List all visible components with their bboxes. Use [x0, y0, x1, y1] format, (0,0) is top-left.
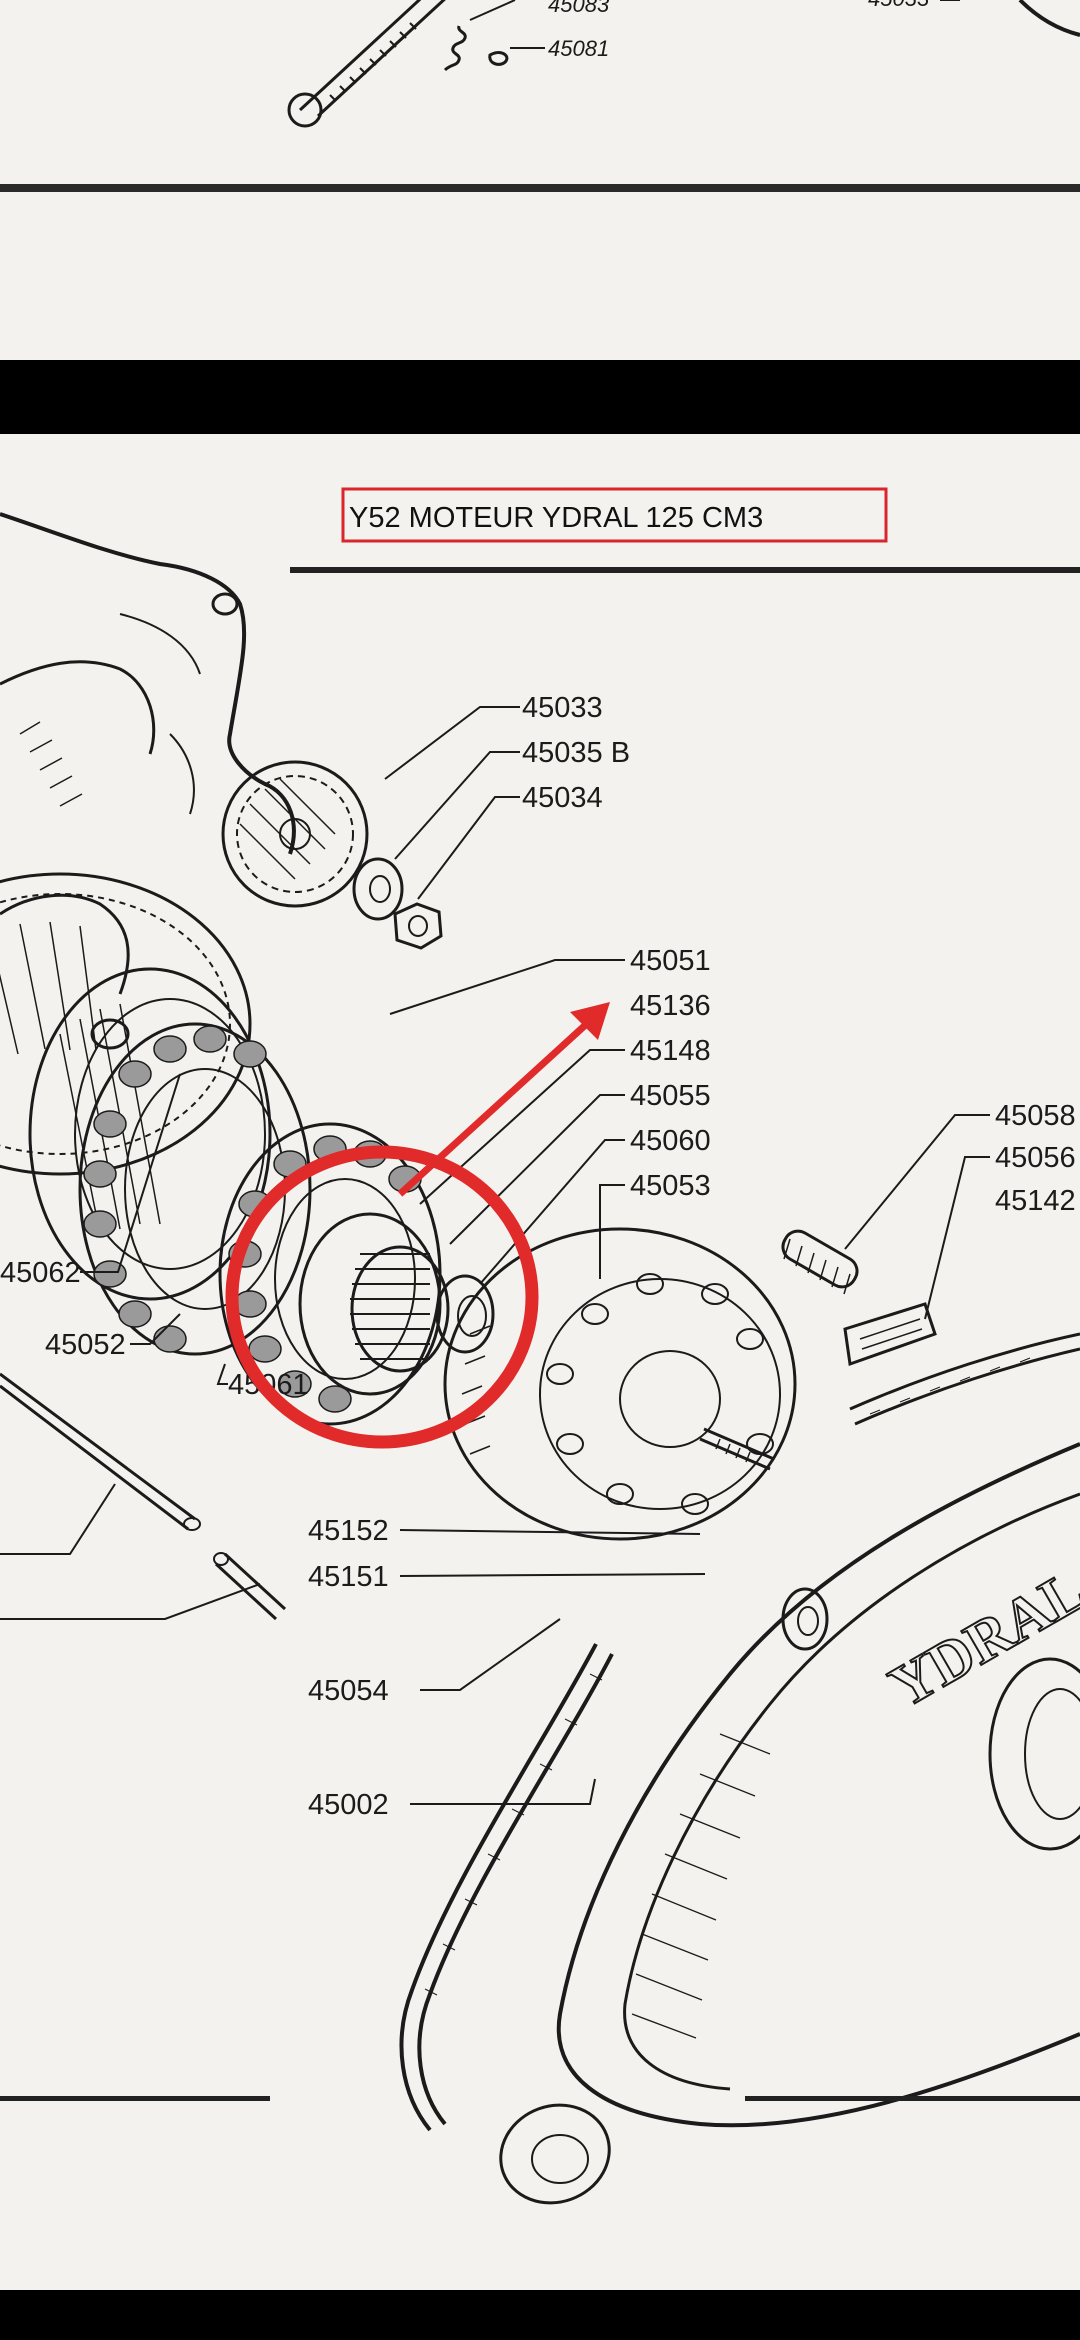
part-number-labels: 45033 45035 B 45034 45051 45136 45148 45… [0, 692, 1076, 1821]
part-label: 45056 [995, 1142, 1076, 1174]
washer [352, 857, 404, 921]
footer-rule-right [745, 2096, 1080, 2101]
part-label: 45034 [522, 782, 603, 814]
page-rule [0, 184, 1080, 192]
label-45083: 45083 [548, 0, 610, 17]
diagram-page-fragment: 45083 45081 45033 [0, 0, 1080, 360]
clutch-hub [298, 1212, 495, 1396]
nut [393, 902, 443, 950]
gasket-ring [399, 1643, 614, 2132]
page-separator [0, 360, 1080, 434]
part-label: 45060 [630, 1125, 711, 1157]
part-label: 45035 B [522, 737, 630, 769]
label-45033-fragment: 45033 [868, 0, 930, 11]
gasket-strip-right [849, 1332, 1080, 1426]
title-box: Y52 MOTEUR YDRAL 125 CM3 [341, 487, 888, 543]
part-label: 45151 [308, 1561, 389, 1593]
highlight-arrow-shaft [397, 1016, 595, 1197]
part-label: 45055 [630, 1080, 711, 1112]
clutch-drum [28, 967, 272, 1301]
pin [213, 1552, 287, 1621]
bottom-bar [0, 2290, 1080, 2340]
large-gear [0, 872, 252, 1176]
footer-rule-left [0, 2096, 270, 2101]
part-label: 45152 [308, 1515, 389, 1547]
part-label: 45058 [995, 1100, 1076, 1132]
part-label: 45148 [630, 1035, 711, 1067]
part-label: 45053 [630, 1170, 711, 1202]
highlight-circle [225, 1145, 539, 1449]
friction-plate-rear [78, 1022, 312, 1356]
crankcase [0, 512, 296, 995]
header-rule [290, 567, 1080, 573]
pushrod [0, 1372, 201, 1531]
highlight-arrow-head [570, 1002, 610, 1040]
small-gear [221, 760, 369, 908]
part-label: 45052 [45, 1329, 126, 1361]
label-45081: 45081 [548, 36, 609, 61]
part-label: 45002 [308, 1789, 389, 1821]
part-label: 45062 [0, 1257, 81, 1289]
part-label: 45054 [308, 1675, 389, 1707]
pressure-plate [443, 1227, 797, 1541]
diagram-title: Y52 MOTEUR YDRAL 125 CM3 [349, 502, 763, 534]
highlight-annotation [225, 1002, 610, 1449]
clutch-spring [781, 1229, 859, 1295]
clutch-cover: YDRAL [499, 1442, 1080, 2205]
key-part [843, 1302, 937, 1367]
part-label: 45142 [995, 1185, 1076, 1217]
part-label: 45051 [630, 945, 711, 977]
part-label: 45033 [522, 692, 603, 724]
fragment-drawing: 45083 45081 45033 [0, 0, 1080, 192]
exploded-view-drawing: Y52 MOTEUR YDRAL 125 CM3 [0, 487, 1080, 2205]
rod-with-spring [287, 0, 545, 128]
stud [699, 1427, 775, 1471]
diagram-page: Y52 MOTEUR YDRAL 125 CM3 [0, 434, 1080, 2290]
part-label: 45136 [630, 990, 711, 1022]
